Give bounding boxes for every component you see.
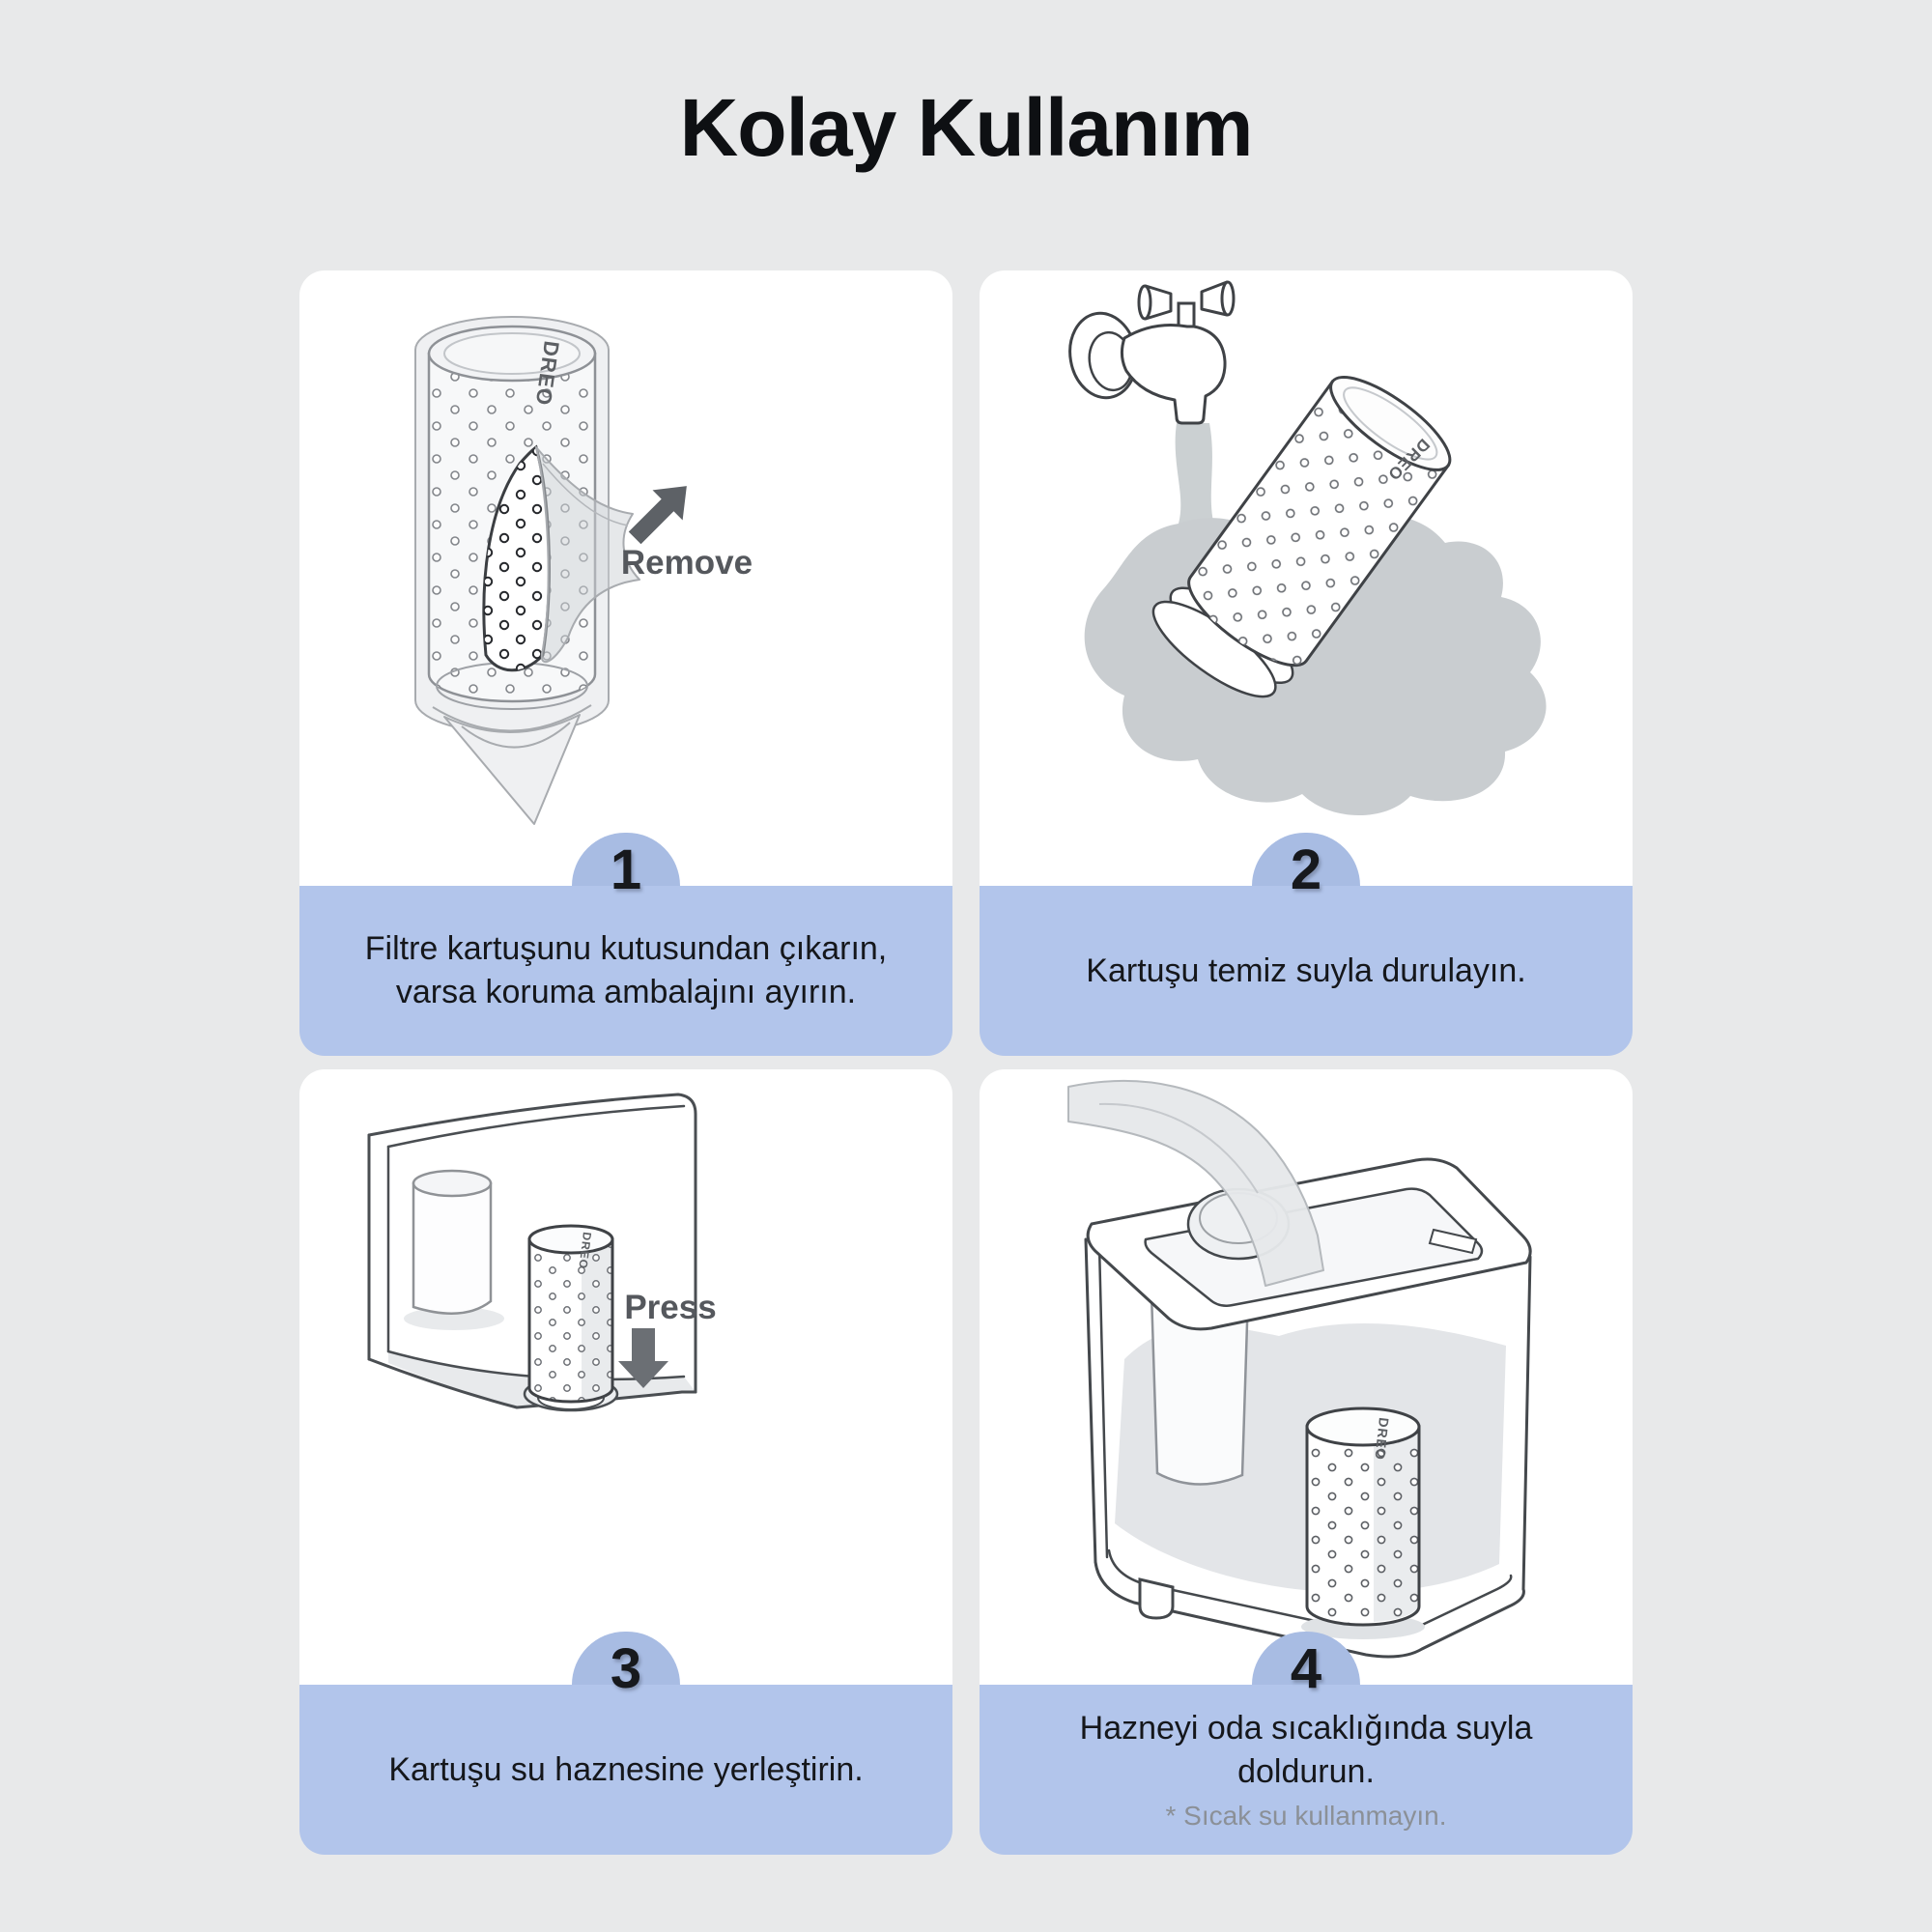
insert-cartridge-illustration: DREO Press bbox=[367, 1093, 717, 1412]
faucet-icon bbox=[1068, 280, 1236, 425]
step2-illustration: DREO bbox=[980, 270, 1633, 886]
step1-illustration: DREO Remove bbox=[299, 270, 952, 886]
step2-badge: 2 bbox=[1252, 833, 1360, 900]
brand-logo: DREO bbox=[576, 1232, 594, 1270]
step1-badge: 1 bbox=[572, 833, 680, 900]
pump-column bbox=[404, 1169, 504, 1330]
remove-arrow-icon bbox=[628, 486, 687, 545]
filter-cartridge-unbox-illustration: DREO Remove bbox=[414, 316, 753, 825]
remove-label: Remove bbox=[621, 544, 753, 582]
rinse-cartridge-illustration: DREO bbox=[1068, 280, 1547, 816]
step-panel-1: DREO Remove 1 Filtre bbox=[299, 270, 952, 1056]
step4-caption-band: 4 Hazneyi oda sıcaklığında suyla dolduru… bbox=[980, 1632, 1633, 1855]
caption-line: varsa koruma ambalajını ayırın. bbox=[395, 974, 857, 1010]
caption-line: Kartuşu su haznesine yerleştirin. bbox=[388, 1750, 864, 1788]
step-number: 1 bbox=[610, 838, 642, 901]
fill-tank-illustration: DREO bbox=[1067, 1079, 1532, 1659]
step-number: 4 bbox=[1290, 1637, 1322, 1700]
step-number: 2 bbox=[1290, 838, 1322, 901]
step-panel-4: DREO 4 bbox=[980, 1069, 1633, 1855]
step3-badge: 3 bbox=[572, 1632, 680, 1699]
step4-illustration: DREO bbox=[980, 1069, 1633, 1685]
press-arrow-icon bbox=[618, 1328, 668, 1388]
caption-line: Kartuşu temiz suyla durulayın. bbox=[1086, 952, 1526, 989]
step-number: 3 bbox=[610, 1637, 642, 1700]
tank-foot bbox=[1138, 1577, 1175, 1620]
press-label: Press bbox=[624, 1289, 716, 1326]
page-title: Kolay Kullanım bbox=[679, 82, 1254, 173]
step3-caption-band: 3 Kartuşu su haznesine yerleştirin. bbox=[299, 1632, 952, 1855]
step4-caption: Hazneyi oda sıcaklığında suyla doldurun. bbox=[1051, 1707, 1562, 1794]
step-panel-3: DREO Press 3 Kartuşu su haznesine yerleş… bbox=[299, 1069, 952, 1855]
steps-grid: DREO Remove 1 Filtre bbox=[299, 270, 1633, 1855]
step4-badge: 4 bbox=[1252, 1632, 1360, 1699]
pour-ribbon bbox=[1067, 1079, 1324, 1287]
filter-cartridge: DREO bbox=[1301, 1406, 1425, 1639]
step1-caption: Filtre kartuşunu kutusundan çıkarın, var… bbox=[336, 927, 917, 1014]
step2-caption: Kartuşu temiz suyla durulayın. bbox=[1057, 950, 1554, 993]
step2-caption-band: 2 Kartuşu temiz suyla durulayın. bbox=[980, 833, 1633, 1056]
step1-caption-band: 1 Filtre kartuşunu kutusundan çıkarın, v… bbox=[299, 833, 952, 1056]
step3-illustration: DREO Press bbox=[299, 1069, 952, 1685]
peeled-film-flap bbox=[482, 444, 640, 672]
caption-line: Filtre kartuşunu kutusundan çıkarın, bbox=[364, 930, 888, 967]
brand-logo: DREO bbox=[1372, 1417, 1392, 1462]
step4-footnote: * Sıcak su kullanmayın. bbox=[1165, 1801, 1447, 1831]
step3-caption: Kartuşu su haznesine yerleştirin. bbox=[359, 1748, 892, 1792]
caption-line: Hazneyi oda sıcaklığında suyla bbox=[1079, 1710, 1533, 1747]
filter-cartridge: DREO bbox=[527, 1224, 614, 1404]
step-panel-2: DREO 2 Kartuşu temiz suyla durulayın. bbox=[980, 270, 1633, 1056]
filter-cartridge-tilted: DREO bbox=[1151, 375, 1452, 698]
caption-line: doldurun. bbox=[1237, 1753, 1375, 1790]
